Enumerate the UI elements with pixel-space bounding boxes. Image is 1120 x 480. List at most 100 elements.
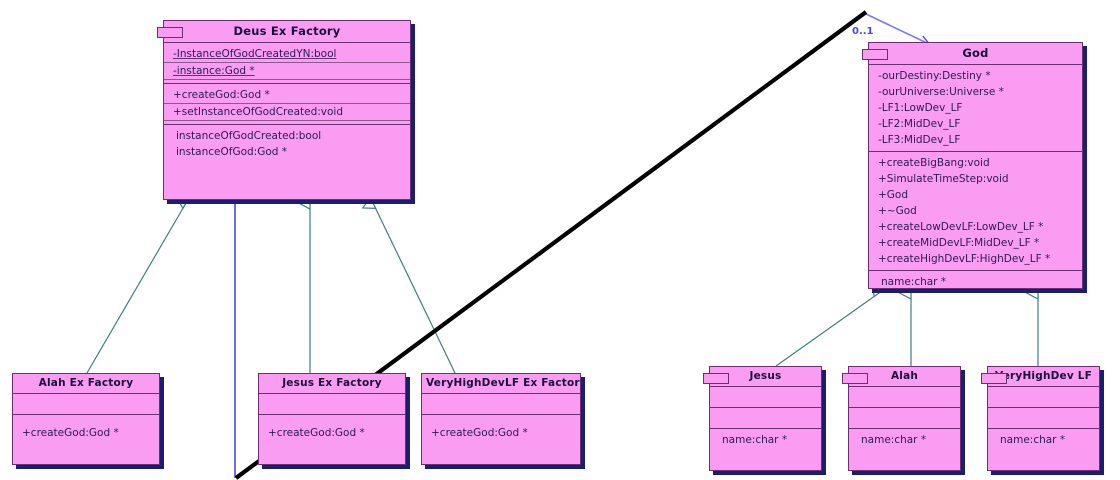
extra-compartment: name:char * <box>988 429 1099 451</box>
empty-operations <box>849 411 960 418</box>
empty-operations <box>988 418 1099 425</box>
attribute-row: -LF3:MidDev_LF <box>878 134 961 146</box>
class-title: Jesus <box>749 370 782 382</box>
operation-row: +createHighDevLF:HighDev_LF * <box>878 253 1051 265</box>
class-tab-icon <box>157 27 183 38</box>
extra-row: instanceOfGod:God * <box>176 146 288 158</box>
extra-compartment: instanceOfGodCreated:bool instanceOfGod:… <box>164 125 410 163</box>
empty-attributes <box>849 397 960 404</box>
compartment-divider <box>988 428 1099 429</box>
extra-row: name:char * <box>722 434 788 446</box>
empty-attributes <box>422 404 580 411</box>
class-tab-icon <box>703 373 729 384</box>
operations-pad <box>13 418 159 425</box>
class-box-veryhighdev-lf[interactable]: VeryHighDev LF name:char * <box>981 366 1100 471</box>
operation-row: +createGod:God * <box>431 427 528 439</box>
compartment-divider <box>710 386 821 387</box>
class-box-jesus[interactable]: Jesus name:char * <box>703 366 822 471</box>
empty-operations <box>849 418 960 425</box>
operations-compartment: +createGod:God * <box>259 415 405 444</box>
attribute-row: -InstanceOfGodCreatedYN:bool <box>164 46 410 63</box>
class-box-god[interactable]: God -ourDestiny:Destiny * -ourUniverse:U… <box>862 42 1083 289</box>
compartment-divider <box>422 393 580 394</box>
inheritance-vhd-factory-to-deus <box>373 203 456 374</box>
attributes-compartment <box>13 394 159 414</box>
empty-operations <box>988 411 1099 418</box>
class-title: Alah Ex Factory <box>38 377 134 389</box>
inheritance-jesus-to-god <box>775 293 879 367</box>
compartment-divider <box>259 414 405 415</box>
compartment-divider <box>13 393 159 394</box>
operations-pad <box>259 418 405 425</box>
attribute-row: -LF2:MidDev_LF <box>878 118 961 130</box>
operation-row: +createGod:God * <box>22 427 119 439</box>
class-box-alah[interactable]: Alah name:char * <box>842 366 961 471</box>
compartment-divider <box>164 124 410 125</box>
class-tab-icon <box>981 373 1007 384</box>
attributes-compartment <box>988 387 1099 407</box>
empty-operations <box>710 411 821 418</box>
operation-row: +~God <box>878 205 917 217</box>
compartment-divider <box>869 151 1082 152</box>
class-tab-icon <box>842 373 868 384</box>
operation-row: +createGod:God * <box>268 427 365 439</box>
operation-row: +God <box>878 189 909 201</box>
association-arrow-to-god <box>865 13 929 44</box>
compartment-divider <box>869 64 1082 65</box>
attribute-row: -LF1:LowDev_LF <box>878 102 963 114</box>
operations-compartment: +createBigBang:void +SimulateTimeStep:vo… <box>869 152 1082 270</box>
class-title: VeryHighDev LF <box>994 370 1093 382</box>
compartment-divider <box>869 270 1082 271</box>
class-box-deus-ex-factory[interactable]: Deus Ex Factory -InstanceOfGodCreatedYN:… <box>157 20 411 200</box>
compartment-divider <box>164 83 410 84</box>
attribute-row: -instance:God * <box>164 63 410 80</box>
empty-attributes <box>849 390 960 397</box>
operation-row: +createLowDevLF:LowDev_LF * <box>878 221 1044 233</box>
class-title: VeryHighDevLF Ex Factory <box>426 377 580 389</box>
operations-compartment: +createGod:God * <box>13 415 159 444</box>
operation-row: +SimulateTimeStep:void <box>878 173 1009 185</box>
compartment-divider <box>710 428 821 429</box>
compartment-divider <box>13 414 159 415</box>
operation-row: +createMidDevLF:MidDev_LF * <box>878 237 1040 249</box>
empty-attributes <box>710 390 821 397</box>
class-tab-icon <box>862 49 888 60</box>
class-box-jesus-ex-factory[interactable]: Jesus Ex Factory +createGod:God * <box>258 373 406 465</box>
empty-attributes <box>710 397 821 404</box>
operations-compartment: +createGod:God * +setInstanceOfGodCreate… <box>164 84 410 124</box>
operation-row: +createBigBang:void <box>878 157 990 169</box>
compartment-divider <box>710 407 821 408</box>
empty-attributes <box>13 397 159 404</box>
operations-compartment <box>988 408 1099 428</box>
class-title: Deus Ex Factory <box>233 24 341 38</box>
operation-row: +createGod:God * <box>164 87 410 104</box>
operations-compartment: +createGod:God * <box>422 415 580 444</box>
compartment-divider <box>849 386 960 387</box>
association-multiplicity-label: 0..1 <box>852 26 874 37</box>
operations-pad <box>422 418 580 425</box>
compartment-divider <box>422 414 580 415</box>
empty-attributes <box>988 397 1099 404</box>
empty-operations <box>710 418 821 425</box>
extra-compartment: name:char * <box>869 271 1082 293</box>
extra-row: name:char * <box>1000 434 1066 446</box>
compartment-divider <box>164 42 410 43</box>
compartment-divider <box>988 386 1099 387</box>
attribute-row: -ourUniverse:Universe * <box>878 86 1004 98</box>
empty-attributes <box>988 390 1099 397</box>
extra-compartment: name:char * <box>849 429 960 451</box>
compartment-divider <box>849 407 960 408</box>
class-title: God <box>962 46 989 60</box>
attributes-compartment <box>849 387 960 407</box>
operations-compartment <box>849 408 960 428</box>
extra-compartment: name:char * <box>710 429 821 451</box>
extra-row: name:char * <box>861 434 927 446</box>
empty-attributes <box>259 397 405 404</box>
attributes-compartment: -InstanceOfGodCreatedYN:bool -instance:G… <box>164 43 410 83</box>
class-box-veryhighdevlf-ex-factory[interactable]: VeryHighDevLF Ex Factory +createGod:God … <box>421 373 581 465</box>
attributes-compartment <box>422 394 580 414</box>
class-title: Jesus Ex Factory <box>282 377 382 389</box>
class-box-alah-ex-factory[interactable]: Alah Ex Factory +createGod:God * <box>12 373 160 465</box>
compartment-divider <box>849 428 960 429</box>
